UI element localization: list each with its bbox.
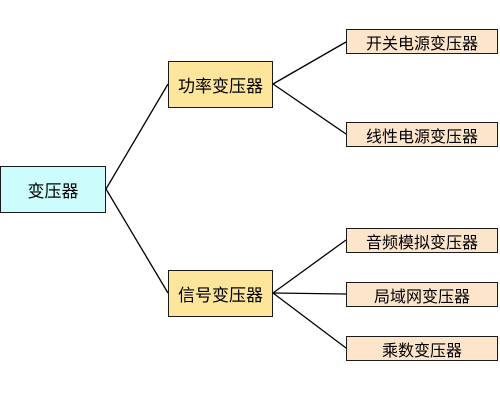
connector-signal-to-audio — [272, 239, 347, 294]
connector-signal-to-multiplier — [272, 292, 347, 349]
leaf-linear-power-transformer: 线性电源变压器 — [346, 122, 498, 147]
leaf-lan-transformer: 局域网变压器 — [346, 282, 498, 307]
leaf-audio-analog-transformer: 音频模拟变压器 — [346, 228, 498, 253]
connector-signal-to-lan — [272, 292, 347, 295]
connector-root-to-signal — [105, 188, 169, 294]
leaf-switching-power-transformer: 开关电源变压器 — [346, 29, 498, 54]
node-power-transformer: 功率变压器 — [168, 61, 273, 108]
connector-power-to-linear — [272, 83, 347, 135]
node-signal-transformer: 信号变压器 — [168, 270, 273, 317]
leaf-multiplier-transformer: 乘数变压器 — [346, 336, 498, 361]
connector-power-to-switching — [272, 41, 347, 85]
connector-root-to-power — [105, 83, 169, 190]
root-node-transformer: 变压器 — [0, 166, 106, 213]
